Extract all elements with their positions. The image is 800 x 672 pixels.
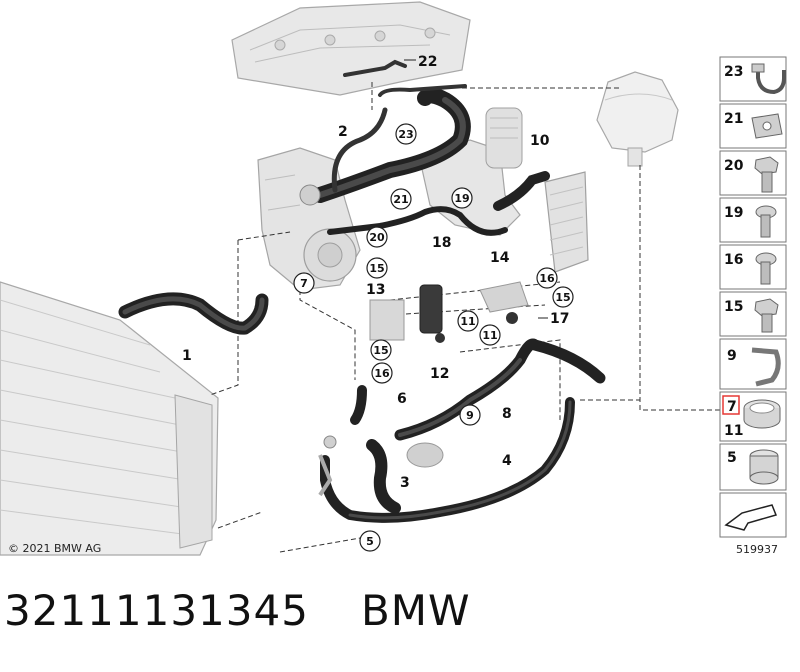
callout-18: 18 xyxy=(432,235,451,251)
sidebar-label-23: 23 xyxy=(724,64,743,80)
circled-15c: 15 xyxy=(555,291,570,304)
callout-3: 3 xyxy=(400,475,410,491)
sidebar-label-16: 16 xyxy=(724,252,743,268)
sidebar-label-15: 15 xyxy=(724,299,743,315)
circled-15a: 15 xyxy=(369,262,384,275)
hoses xyxy=(118,59,606,523)
hose-clip-icon xyxy=(751,347,781,387)
sidebar-label-7: 7 xyxy=(727,399,737,415)
circled-5: 5 xyxy=(366,535,374,548)
copyright-text: © 2021 BMW AG xyxy=(8,542,102,555)
part-footer: 32111131345 BMW xyxy=(4,586,471,635)
callout-10: 10 xyxy=(530,133,550,149)
circled-21: 21 xyxy=(393,193,408,206)
sidebar-label-11: 11 xyxy=(724,423,743,439)
callout-1: 1 xyxy=(182,348,192,364)
callout-8: 8 xyxy=(502,406,512,422)
parts-diagram: 1 2 3 4 6 8 10 12 13 14 17 18 22 23 21 1… xyxy=(0,1,787,556)
sidebar-label-5: 5 xyxy=(727,450,737,466)
circled-20: 20 xyxy=(369,231,385,244)
parts-sidebar: 23 21 20 19 16 15 9 7 11 5 xyxy=(719,56,787,538)
radiator xyxy=(0,281,219,556)
hex-bolt-icon xyxy=(754,298,779,333)
torx-screw-icon xyxy=(755,252,777,285)
hose-clamp-icon xyxy=(743,399,781,429)
circled-23: 23 xyxy=(398,128,413,141)
callout-4: 4 xyxy=(502,453,512,469)
callout-labels: 1 2 3 4 6 8 10 12 13 14 17 18 22 xyxy=(182,54,569,491)
selected-highlight xyxy=(722,395,740,415)
spring-nut-icon xyxy=(751,113,783,139)
hose-clamp-sleeve-icon xyxy=(749,449,779,485)
cylinder-head xyxy=(231,1,471,96)
part-number: 32111131345 xyxy=(4,586,309,635)
brand-name: BMW xyxy=(360,586,471,635)
callout-12: 12 xyxy=(430,366,449,382)
callout-14: 14 xyxy=(490,250,510,266)
diagram-number: 519937 xyxy=(736,543,778,556)
circled-11a: 11 xyxy=(460,315,475,328)
circled-7: 7 xyxy=(300,277,308,290)
arrow-icon xyxy=(724,504,778,531)
hex-bolt-icon xyxy=(754,156,779,193)
leader-lines xyxy=(209,82,722,553)
circled-9: 9 xyxy=(466,409,474,422)
circled-16b: 16 xyxy=(374,367,390,380)
clip-bracket-icon xyxy=(751,63,786,95)
callout-13: 13 xyxy=(366,282,385,298)
sidebar-label-21: 21 xyxy=(724,111,743,127)
circled-16a: 16 xyxy=(539,272,555,285)
sidebar-label-19: 19 xyxy=(724,205,743,221)
callout-2: 2 xyxy=(338,124,348,140)
torx-screw-icon xyxy=(755,205,777,238)
callout-22: 22 xyxy=(418,54,437,70)
circled-callouts xyxy=(293,123,574,552)
circled-19: 19 xyxy=(454,192,469,205)
callout-17: 17 xyxy=(550,311,569,327)
circled-11b: 11 xyxy=(482,329,497,342)
callout-6: 6 xyxy=(397,391,407,407)
circled-callout-labels: 23 21 19 20 7 15 16 15 16 15 11 11 9 5 xyxy=(300,128,570,548)
pump-housing xyxy=(257,147,361,291)
fittings xyxy=(299,184,529,497)
sidebar-label-9: 9 xyxy=(727,348,737,364)
sidebar-label-20: 20 xyxy=(724,158,744,174)
expansion-tank xyxy=(596,71,679,167)
circled-15b: 15 xyxy=(373,344,388,357)
